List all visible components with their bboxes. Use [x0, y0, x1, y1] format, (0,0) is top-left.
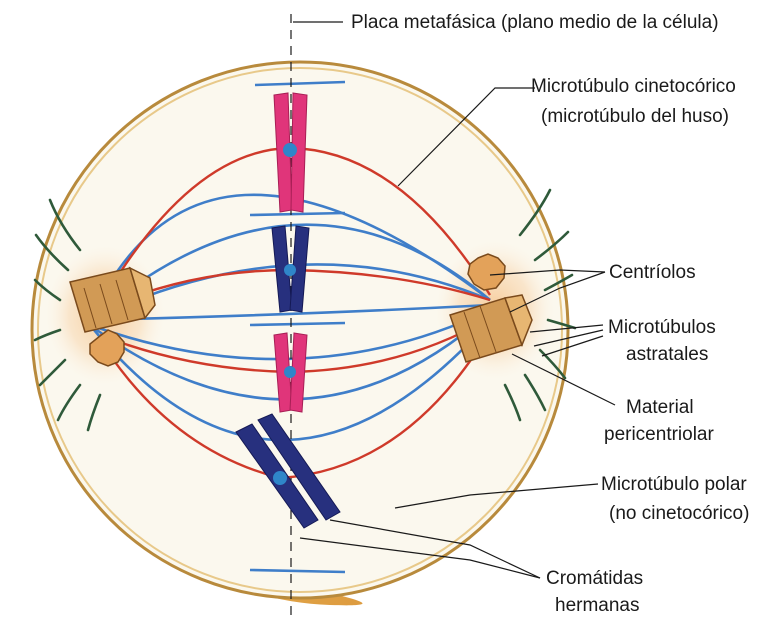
- label-polar-mt-2: (no cinetocórico): [609, 503, 749, 524]
- label-astral-mt-2: astratales: [626, 344, 708, 365]
- label-sister-chromatids-1: Cromátidas: [546, 568, 643, 589]
- label-centrioles: Centríolos: [609, 262, 696, 283]
- label-kinetochore-mt-2: (microtúbulo del huso): [541, 106, 729, 127]
- label-polar-mt-1: Microtúbulo polar: [601, 474, 747, 495]
- label-pericentriolar-2: pericentriolar: [604, 424, 714, 445]
- label-sister-chromatids-2: hermanas: [555, 595, 640, 616]
- label-astral-mt-1: Microtúbulos: [608, 317, 716, 338]
- label-metaphase-plate: Placa metafásica (plano medio de la célu…: [351, 12, 719, 33]
- label-kinetochore-mt-1: Microtúbulo cinetocórico: [531, 76, 736, 97]
- label-pericentriolar-1: Material: [626, 397, 694, 418]
